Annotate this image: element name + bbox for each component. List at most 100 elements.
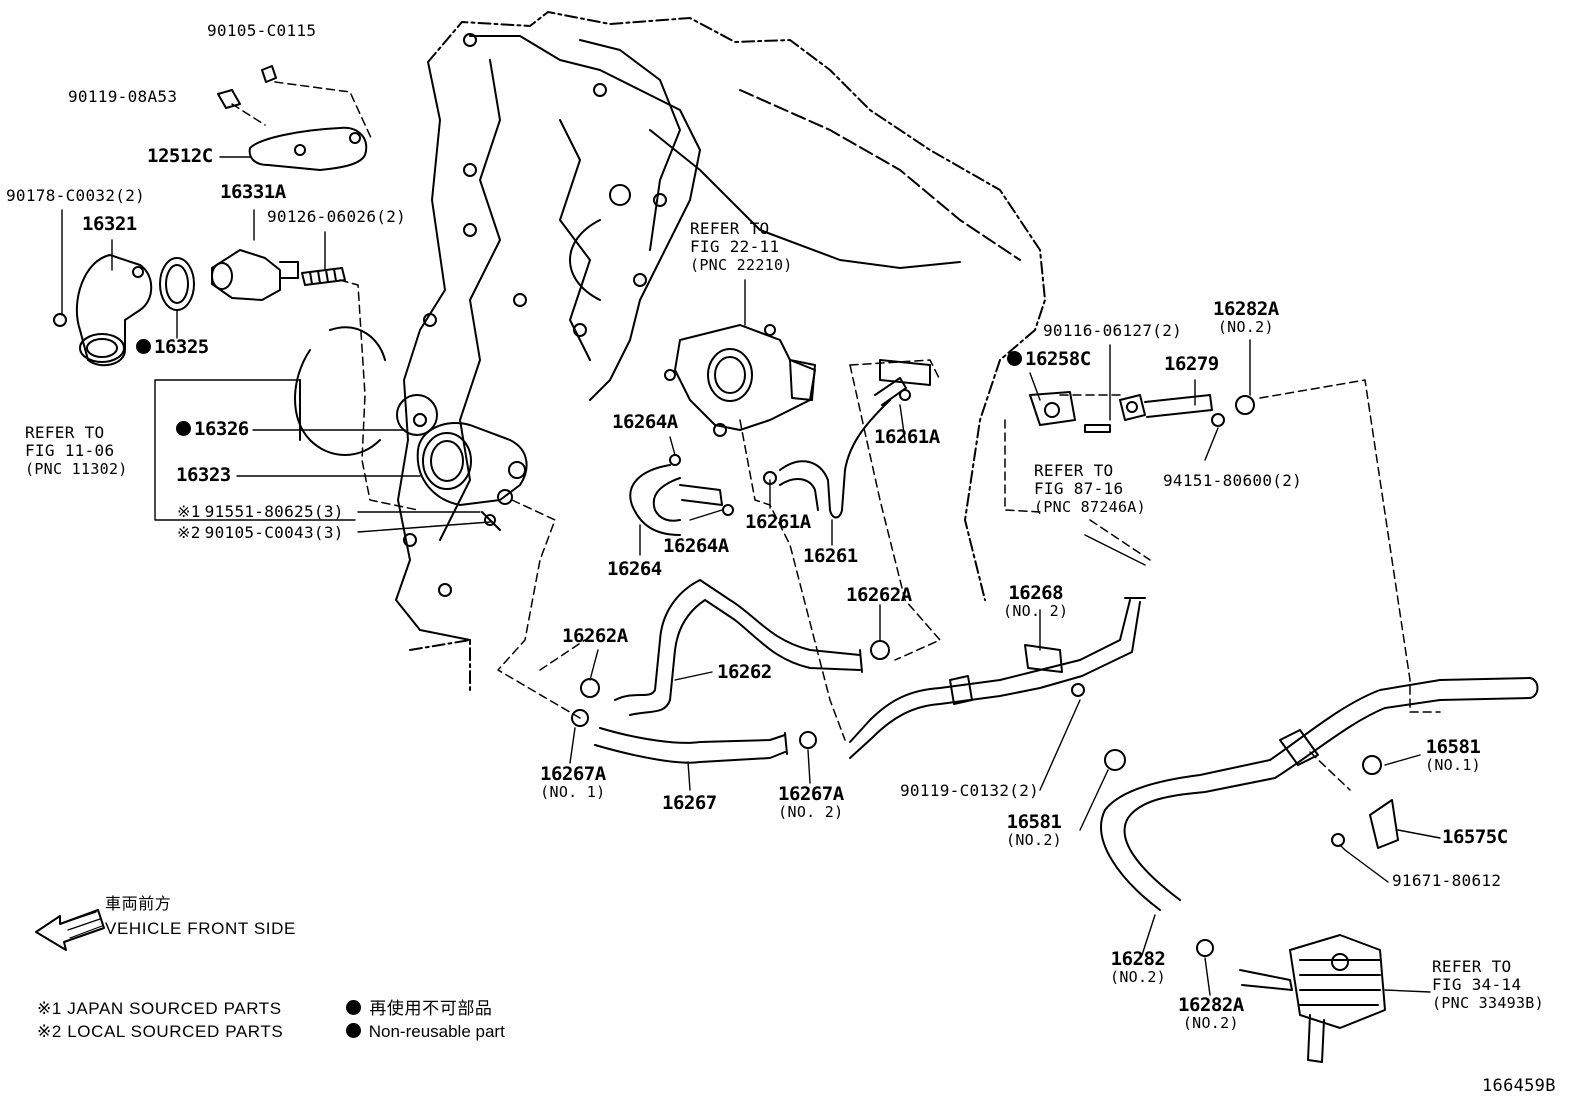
- pipe-16268: [849, 597, 1146, 759]
- part-label: 12512C: [147, 145, 213, 167]
- part-label: 16264A: [663, 535, 729, 557]
- part-number: 16326: [194, 418, 249, 440]
- bolt-90105-C0115: [261, 65, 277, 83]
- part-label: 16261A: [874, 426, 940, 448]
- part-sub: (NO.2): [1110, 968, 1166, 986]
- part-number: 90105-C0043(3): [204, 523, 344, 542]
- part-label: 16264: [607, 558, 662, 580]
- stud-90126: [301, 267, 346, 286]
- front-label-en: VEHICLE FRONT SIDE: [105, 919, 296, 938]
- leader-lines: [61, 156, 1441, 996]
- part-sub: (NO. 2): [1003, 602, 1069, 620]
- refer-oil-cooler: REFER TO FIG 34-14 (PNC 33493B): [1432, 957, 1544, 1013]
- engine-block-outline: [395, 11, 1046, 691]
- part-sub: (NO.2): [1217, 318, 1274, 336]
- hose-16262: [580, 579, 890, 716]
- part-label-with-sub: 16581 (NO.1): [1425, 736, 1481, 775]
- part-number: 16268: [1008, 582, 1064, 604]
- hose-16267: [571, 709, 817, 764]
- bracket-16575C: [1331, 799, 1399, 849]
- part-label: 90105-C0115: [207, 21, 317, 40]
- part-label-nonreusable: 16326: [176, 418, 249, 440]
- part-label: 94151-80600(2): [1163, 471, 1303, 490]
- throttle-body: [664, 324, 816, 437]
- refer-line: FIG 22-11: [690, 237, 780, 256]
- oil-cooler: [1239, 934, 1386, 1063]
- gasket-16325: [159, 257, 195, 311]
- part-number: 16581: [1006, 811, 1062, 833]
- part-sub: (NO.2): [1182, 1014, 1239, 1032]
- part-number: 16267A: [540, 763, 606, 785]
- part-sub: (NO.2): [1006, 831, 1062, 849]
- nonreusable-note-en: Non-reusable part: [346, 1023, 505, 1041]
- local-sourced-note: ※2 LOCAL SOURCED PARTS: [37, 1022, 284, 1041]
- refer-line: (PNC 33493B): [1432, 994, 1544, 1012]
- part-label: 90126-06026(2): [267, 207, 407, 226]
- water-outlet-16323: [416, 422, 528, 531]
- part-label: 16262A: [562, 625, 628, 647]
- hose-16261: [763, 359, 931, 519]
- part-label-nonreusable: 16325: [136, 336, 209, 358]
- refer-throttle: REFER TO FIG 22-11 (PNC 22210): [690, 219, 793, 275]
- nonreusable-dot-icon: [176, 421, 191, 436]
- part-label: 16575C: [1442, 826, 1508, 848]
- nonreusable-dot-icon: [346, 1000, 361, 1015]
- water-pump-body: [294, 326, 438, 456]
- part-label: 16261: [803, 545, 858, 567]
- part-number: 16282: [1110, 948, 1166, 970]
- part-label-with-sub: 16267A (NO. 1): [540, 763, 606, 802]
- part-label: 90178-C0032(2): [6, 186, 146, 205]
- vehicle-front-arrow-icon: [35, 909, 105, 951]
- front-label-jp: 車両前方: [105, 896, 172, 913]
- refer-line: FIG 87-16: [1034, 479, 1124, 498]
- refer-line: FIG 34-14: [1432, 975, 1522, 994]
- part-number: 16282A: [1178, 994, 1244, 1016]
- part-label-with-sub: 16267A (NO. 2): [778, 785, 844, 822]
- note-text: 再使用不可部品: [369, 999, 493, 1018]
- part-label-with-sub: 16282A (NO.2): [1213, 300, 1279, 337]
- refer-line: (PNC 22210): [690, 256, 793, 274]
- part-label-with-sub: 16282A (NO.2): [1178, 994, 1244, 1033]
- refer-fig87: REFER TO FIG 87-16 (PNC 87246A): [1034, 461, 1146, 517]
- water-inlet-16321: [53, 254, 153, 367]
- part-label-with-sub: 16268 (NO. 2): [1003, 582, 1069, 621]
- part-label: 16321: [82, 213, 137, 235]
- part-sub: (NO.1): [1425, 756, 1481, 774]
- part-number: 16258C: [1025, 348, 1091, 370]
- part-sub: (NO. 1): [540, 783, 606, 801]
- nonreusable-dot-icon: [1007, 351, 1022, 366]
- refer-line: (PNC 11302): [25, 460, 128, 478]
- pipe-16279: [1029, 391, 1225, 433]
- part-label: 90119-C0132(2): [900, 781, 1040, 800]
- refer-line: (PNC 87246A): [1034, 498, 1146, 516]
- part-label: 16262A: [846, 584, 912, 606]
- part-label: 16264A: [612, 411, 678, 433]
- refer-line: REFER TO: [690, 219, 770, 238]
- hose-16264: [629, 454, 734, 536]
- part-label: 16262: [717, 661, 772, 683]
- part-label: 16323: [176, 464, 231, 486]
- nonreusable-dot-icon: [136, 339, 151, 354]
- part-number: 91551-80625(3): [204, 502, 344, 521]
- part-label-with-sub: 16581 (NO.2): [1006, 811, 1062, 850]
- part-label: 90116-06127(2): [1043, 321, 1183, 340]
- mark-1: ※1: [177, 502, 201, 521]
- refer-line: REFER TO: [1432, 957, 1512, 976]
- part-label: 90119-08A53: [68, 87, 178, 106]
- refer-line: REFER TO: [1034, 461, 1114, 480]
- part-sub: (NO. 2): [778, 803, 844, 821]
- refer-water-pump: REFER TO FIG 11-06 (PNC 11302): [25, 424, 128, 479]
- japan-sourced-note: ※1 JAPAN SOURCED PARTS: [37, 999, 282, 1018]
- part-label: 16261A: [745, 511, 811, 533]
- part-number: 16325: [154, 336, 209, 358]
- note-text: Non-reusable part: [368, 1022, 505, 1041]
- part-number: 16581: [1425, 736, 1481, 758]
- bracket-12512C: [248, 126, 368, 171]
- nonreusable-note-jp: 再使用不可部品: [346, 1000, 493, 1018]
- part-label-nonreusable: 16258C: [1007, 348, 1091, 370]
- clamps: [1071, 395, 1382, 957]
